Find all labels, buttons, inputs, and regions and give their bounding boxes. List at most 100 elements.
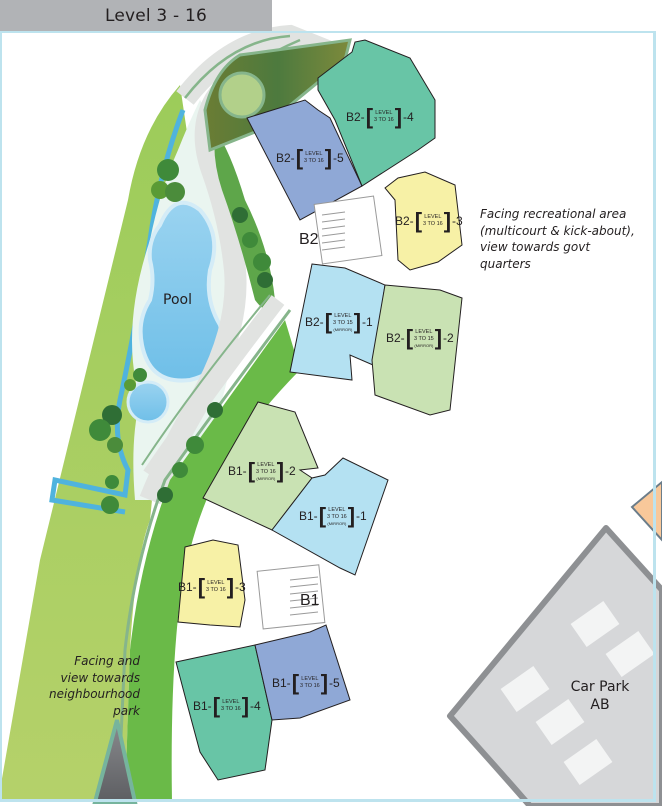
unit-prefix: B1- [193, 699, 212, 713]
bracket-close-icon: ] [320, 670, 329, 695]
unit-level-top: LEVEL [328, 506, 346, 513]
unit-suffix: -2 [443, 331, 454, 345]
block-b1 [175, 401, 389, 781]
unit-level-range: 3 TO 15 [333, 319, 353, 326]
unit-prefix: B1- [228, 464, 247, 478]
unit-prefix: B1- [299, 509, 318, 523]
unit-prefix: B2- [305, 315, 324, 329]
unit-b1-5 [254, 624, 351, 721]
core-label-b1: B1 [300, 592, 320, 609]
jacuzzi-pool [126, 380, 170, 424]
bracket-close-icon: ] [324, 145, 333, 170]
unit-level-top: LEVEL [207, 580, 225, 586]
bracket-close-icon: ] [394, 104, 403, 129]
unit-level-range: 3 TO 16 [304, 158, 324, 164]
adjacent-building [630, 480, 662, 542]
bracket-close-icon: ] [353, 309, 362, 334]
unit-level-range: 3 TO 16 [256, 468, 276, 475]
unit-suffix: -5 [333, 151, 344, 165]
car-park-label: Car Park AB [560, 678, 640, 714]
unit-level-top: LEVEL [305, 151, 323, 157]
central-garden [203, 38, 352, 153]
unit-level-top: LEVEL [415, 328, 433, 335]
bracket-open-icon: [ [197, 574, 206, 599]
unit-level-top: LEVEL [334, 312, 352, 319]
unit-level-range: 3 TO 16 [327, 513, 347, 520]
car-park-ab [447, 525, 662, 806]
unit-b2-4 [317, 39, 436, 187]
unit-suffix: -3 [452, 214, 463, 228]
unit-level-range: 3 TO 16 [423, 221, 443, 227]
unit-b2-3 [384, 171, 463, 271]
core-b1 [256, 564, 326, 630]
bracket-open-icon: [ [318, 503, 327, 528]
unit-b1-1 [271, 457, 389, 576]
unit-suffix: -1 [362, 315, 373, 329]
unit-level-range: 3 TO 15 [414, 335, 434, 342]
trees [89, 159, 273, 514]
bracket-close-icon: ] [443, 208, 452, 233]
unit-level-range: 3 TO 16 [300, 683, 320, 689]
bracket-open-icon: [ [405, 325, 414, 350]
unit-mirror-note: (MIRROR) [333, 326, 353, 332]
car-park-label-line1: Car Park [570, 679, 630, 695]
view-note-west: Facing and view towards neighbourhood pa… [30, 653, 140, 719]
note-line: quarters [480, 256, 531, 271]
note-line: view towards govt [480, 240, 591, 254]
road-wedge [92, 719, 138, 804]
bracket-close-icon: ] [434, 325, 443, 350]
view-note-east: Facing recreational area (multicourt & k… [480, 206, 635, 272]
bracket-open-icon: [ [365, 104, 374, 129]
bracket-open-icon: [ [414, 208, 423, 233]
green-arc [125, 320, 300, 802]
unit-b2-2 [371, 284, 463, 416]
unit-level-range: 3 TO 16 [374, 117, 394, 123]
bracket-close-icon: ] [276, 458, 285, 483]
unit-level-top: LEVEL [257, 461, 275, 468]
unit-level-top: LEVEL [301, 676, 319, 682]
unit-mirror-note: (MIRROR) [414, 342, 434, 348]
unit-level-top: LEVEL [222, 699, 240, 705]
core-label-b2: B2 [299, 231, 319, 248]
note-line: (multicourt & kick-about), [480, 223, 635, 238]
unit-mirror-note: (MIRROR) [256, 475, 276, 481]
level-title: Level 3 - 16 [0, 0, 272, 31]
unit-level-range: 3 TO 16 [206, 587, 226, 593]
unit-prefix: B2- [386, 331, 405, 345]
bracket-close-icon: ] [347, 503, 356, 528]
unit-suffix: -4 [403, 110, 414, 124]
unit-suffix: -1 [356, 509, 367, 523]
bracket-close-icon: ] [241, 693, 250, 718]
car-park-label-line2: AB [590, 697, 610, 713]
main-pool [138, 200, 225, 383]
bracket-open-icon: [ [212, 693, 221, 718]
bracket-open-icon: [ [291, 670, 300, 695]
unit-prefix: B2- [395, 214, 414, 228]
bracket-open-icon: [ [324, 309, 333, 334]
core-b2 [313, 195, 383, 265]
bracket-open-icon: [ [295, 145, 304, 170]
unit-prefix: B2- [276, 151, 295, 165]
note-line: Facing recreational area [480, 207, 627, 221]
unit-prefix: B1- [272, 676, 291, 690]
bracket-open-icon: [ [247, 458, 256, 483]
unit-suffix: -3 [235, 580, 246, 594]
unit-b2-1 [289, 263, 386, 381]
note-line: park [113, 703, 140, 718]
unit-b2-5 [246, 99, 363, 221]
unit-prefix: B2- [346, 110, 365, 124]
note-line: Facing and [74, 654, 140, 668]
unit-level-range: 3 TO 16 [221, 706, 241, 712]
unit-level-top: LEVEL [375, 110, 393, 116]
